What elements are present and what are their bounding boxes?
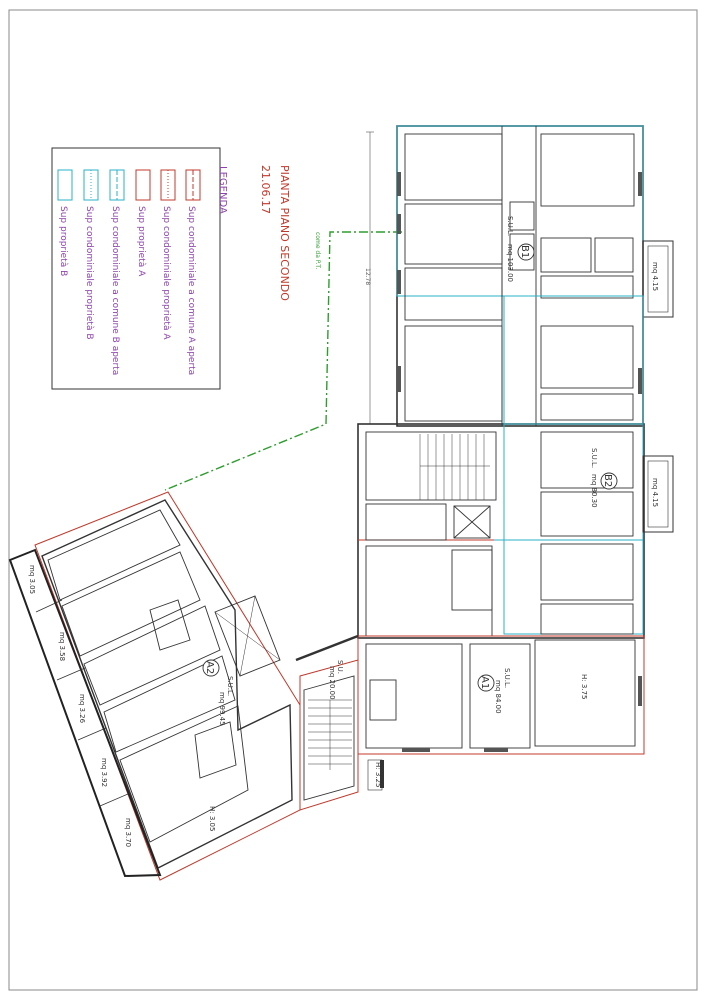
legend-label-2: Sup condominiale proprietà A [161,206,171,340]
plan-title: PIANTA PIANO SECONDO 21.06.17 [259,165,291,301]
unit-a2-height: H: 3.05 [208,806,216,831]
plan-title-name: PIANTA PIANO SECONDO [278,165,291,301]
balcony-b2 [642,455,674,533]
unit-b1-id: B1 [519,245,530,258]
legend-swatches [57,169,201,201]
legend: LEGENDA Sup condominiale a comune A aper… [51,147,228,390]
legend-heading: LEGENDA [217,166,228,214]
balcony-a2-area-1: mq 3.05 [28,565,36,594]
stair-treads-upper [419,434,490,500]
unit-b2-marker [600,472,618,490]
balcony-a2-area-2: mq 3.58 [58,632,66,661]
legend-swatch-3 [135,169,151,201]
wing-b: mq 4.15 B1 S.U.L. mq 103.00 [396,125,674,427]
stair-treads-lower [308,699,352,770]
unit-b1-boundary [396,125,644,297]
core-stairs-lift: mq 4.15 B2 S.U.L. mq 80.30 [357,295,674,639]
unit-a1: A1 S.U.L. mq 84.00 H: 3.75 [357,635,645,755]
balcony-b1 [642,240,674,318]
balcony-a2-area-5: mq 3.70 [124,818,132,847]
unit-a2-area: mq 99.45 [218,692,226,726]
unit-b2-sul: S.U.L. [590,448,598,468]
unit-a2-marker [202,659,220,677]
unit-a1-area: mq 84.00 [494,680,502,714]
legend-label-3: Sup proprietà A [136,206,146,277]
legend-swatch-6 [57,169,73,201]
stair-core-a-sul: S.U. [336,660,344,674]
unit-a2-sul: S.U.L. [226,676,234,696]
unit-b1-sul: S.U.L. [506,216,514,236]
unit-b1-marker [517,243,535,261]
legend-label-4: Sup condominiale a comune B aperta [110,206,120,375]
wing-a2: mq 3.05 mq 3.58 mq 3.26 mq 3.92 mq 3.70 … [8,491,301,881]
green-note: come da P.T. [314,232,321,269]
dimension-label: 12.78 [364,268,371,285]
unit-a2-id: A2 [204,661,215,674]
unit-b2-area: mq 80.30 [590,474,598,508]
stair-core-a: S.U. mq 20.00 H: 3.25 [295,634,384,811]
legend-label-5: Sup condominiale proprietà B [84,206,94,340]
stair-core-a-area: mq 20.00 [328,666,336,700]
stair-core-a-height: H: 3.25 [374,762,382,787]
legend-label-6: Sup proprietà B [58,206,68,276]
core-outer-wall [357,423,645,639]
unit-a1-height: H: 3.75 [580,674,588,699]
lift-shaft [453,505,491,539]
plan-title-date: 21.06.17 [259,165,272,214]
unit-b2-id: B2 [602,474,613,487]
unit-a2-boundary [34,491,301,881]
unit-a1-marker [477,674,495,692]
sheet-frame [8,9,698,991]
unit-b1-area: mq 103.00 [506,244,514,282]
legend-label-1: Sup condominiale a comune A aperta [186,206,196,375]
unit-a1-id: A1 [479,676,490,689]
balcony-a2-area-3: mq 3.26 [78,694,86,724]
dimension-line: 12.78 [364,131,374,425]
green-reference-path: come da P.T. [164,231,402,491]
unit-a1-sul: S.U.L. [503,668,511,688]
a2-balcony-strip [8,548,162,878]
balcony-a2-area-4: mq 3.92 [100,758,108,787]
balcony-b2-area: mq 4.15 [651,478,659,507]
unit-b2-boundary [503,295,644,635]
balcony-b1-area: mq 4.15 [651,262,659,291]
